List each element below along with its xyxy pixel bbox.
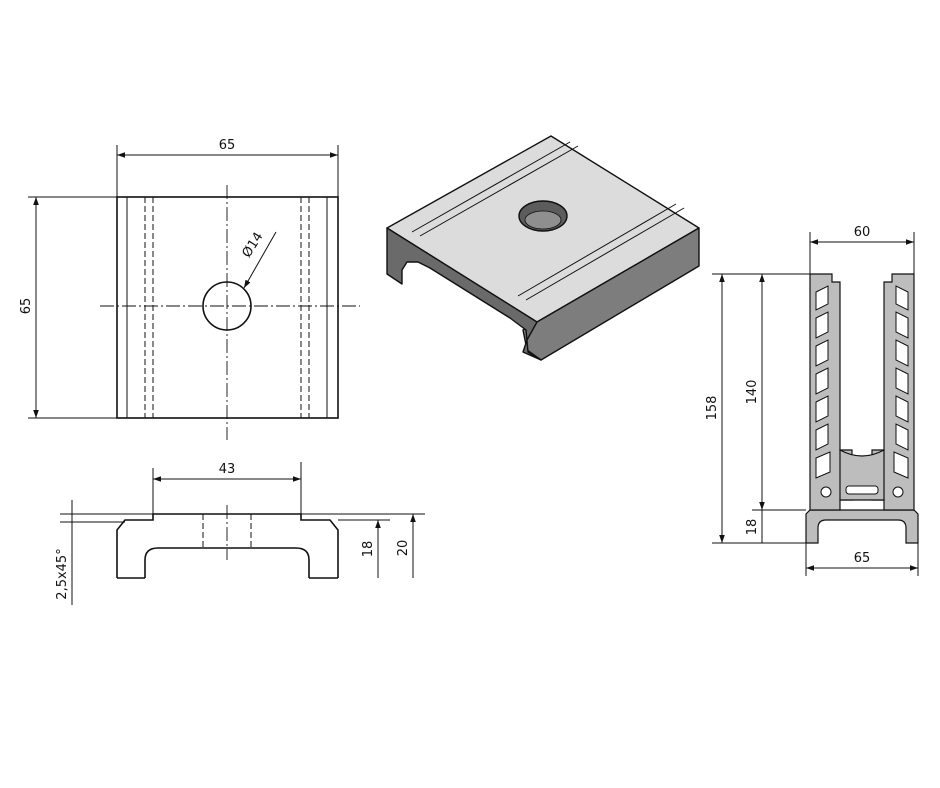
isometric-view [386,135,700,361]
profile-bottom-slot [845,485,879,495]
iso-groove-left-2 [419,145,579,237]
profile-top-width-label: 60 [854,225,871,240]
profile-bottom-hole-left [820,486,832,498]
section-inner-height-label: 18 [361,541,376,558]
profile-view: 60 158 140 18 65 [705,225,919,576]
iso-groove-left-1 [411,141,571,233]
section-slot-label: 43 [219,462,236,477]
section-outline [116,513,339,578]
plan-view: 65 65 Ø14 [19,138,360,440]
profile-base [805,509,919,544]
section-total-height-label: 20 [396,540,411,557]
section-chamfer-label: 2,5x45° [55,548,70,599]
plan-outline [116,196,339,419]
iso-groove-right-1 [517,203,677,297]
iso-groove-right-2 [525,207,685,301]
profile-total-height-label: 158 [705,396,720,421]
plan-height-label: 65 [19,298,34,315]
section-view: 43 2,5x45° 18 20 [55,462,425,605]
profile-upper-height-label: 140 [745,380,760,405]
plan-width-label: 65 [219,138,236,153]
plan-hole-leader [243,231,277,289]
profile-base-height-label: 18 [745,519,760,536]
profile-left-cells [815,285,831,479]
iso-hole-rim [524,210,562,230]
profile-bottom-hole-right [892,486,904,498]
profile-base-width-label: 65 [854,551,871,566]
section-inner-channel [144,547,310,578]
iso-left-face [386,227,542,361]
profile-right-cells [893,285,909,479]
